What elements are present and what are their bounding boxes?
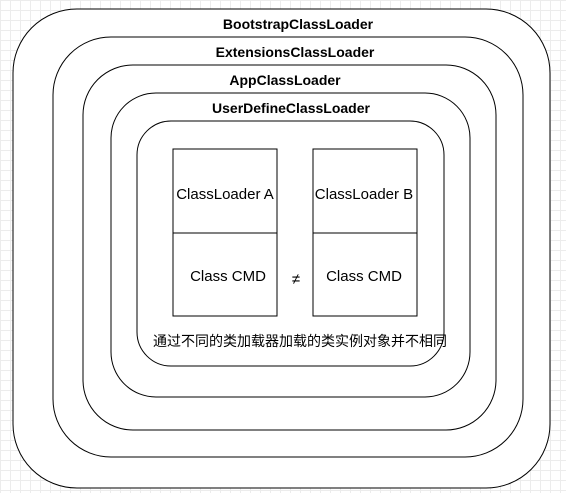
classloader-a-class-box: [172, 232, 278, 317]
classloader-b-class-box: [312, 232, 418, 317]
classloader-b-group: ClassLoader B Class CMD: [312, 148, 418, 317]
classloader-a-class-label: Class CMD: [190, 268, 266, 285]
classloader-a-box: [172, 148, 278, 234]
app-classloader-label: AppClassLoader: [229, 72, 341, 88]
bootstrap-classloader-label: BootstrapClassLoader: [223, 16, 374, 32]
classloader-b-name: ClassLoader B: [315, 186, 413, 203]
classloader-b-box: [312, 148, 418, 234]
diagram-caption: 通过不同的类加载器加载的类实例对象并不相同: [153, 334, 447, 350]
classloader-a-name: ClassLoader A: [176, 186, 274, 203]
extensions-classloader-label: ExtensionsClassLoader: [216, 44, 375, 60]
not-equal-symbol: ≠: [292, 271, 300, 288]
classloader-a-group: ClassLoader A Class CMD: [172, 148, 278, 317]
userdefine-classloader-label: UserDefineClassLoader: [212, 100, 371, 116]
classloader-b-class-label: Class CMD: [326, 268, 402, 285]
